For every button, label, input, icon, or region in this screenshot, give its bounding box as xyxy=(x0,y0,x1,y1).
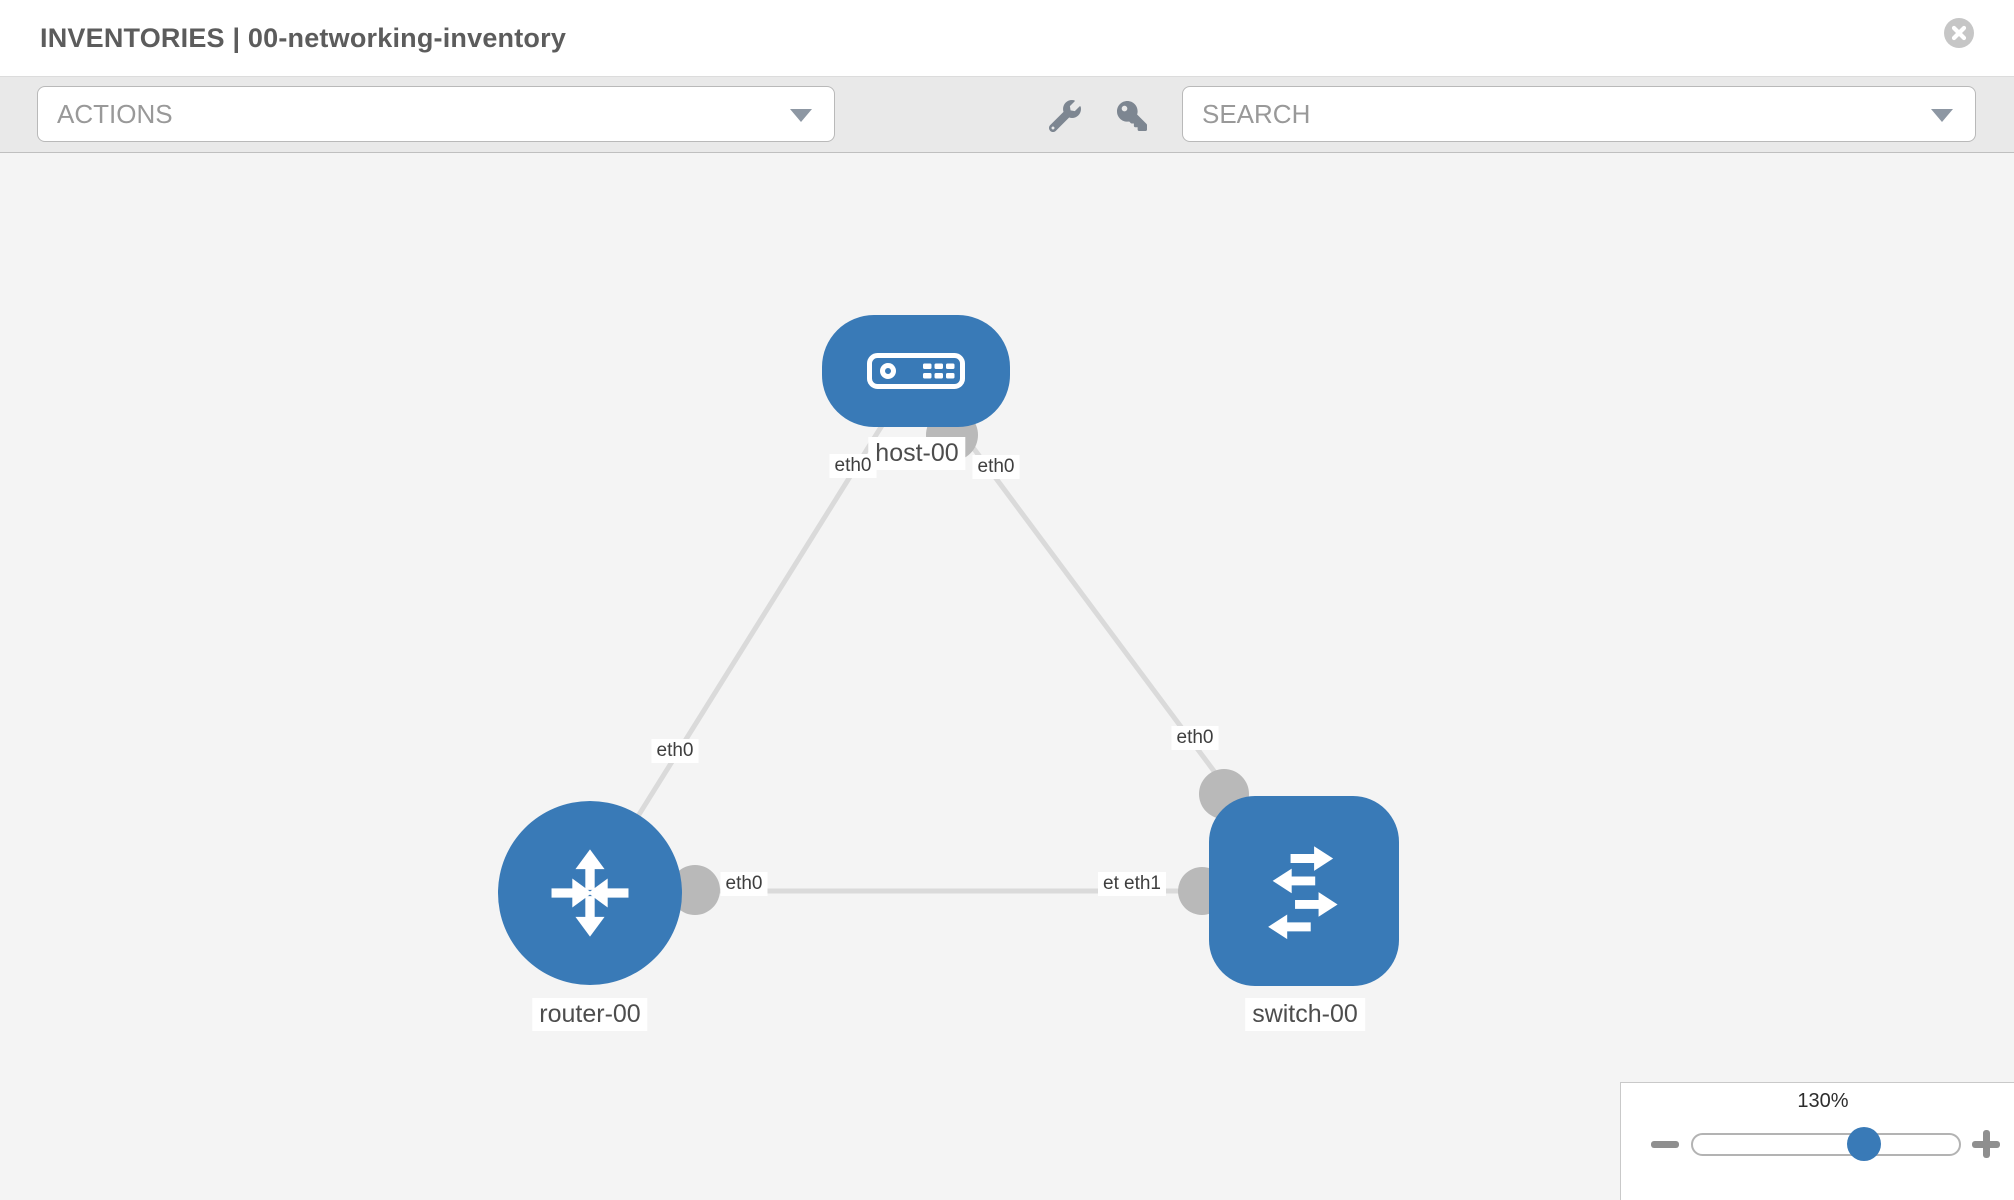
actions-dropdown-label: ACTIONS xyxy=(57,98,173,129)
zoom-in-button[interactable] xyxy=(1972,1130,2000,1158)
interface-label-switch-to-router: eth1 xyxy=(1119,872,1166,896)
node-label-host: host-00 xyxy=(868,437,966,470)
plus-icon xyxy=(1982,1130,1990,1158)
node-label-router: router-00 xyxy=(532,998,648,1031)
node-host-00[interactable] xyxy=(822,315,1010,427)
interface-label-router-to-host: eth0 xyxy=(651,739,699,763)
key-icon xyxy=(1117,101,1147,131)
close-button[interactable] xyxy=(1944,18,1974,48)
node-router-00[interactable] xyxy=(498,801,682,985)
interface-label-host-to-switch: eth0 xyxy=(972,455,1020,479)
chevron-down-icon xyxy=(790,109,812,122)
zoom-slider-thumb[interactable] xyxy=(1847,1127,1881,1161)
page-title: INVENTORIES | 00-networking-inventory xyxy=(40,22,567,53)
zoom-control-panel: 130% xyxy=(1620,1082,2014,1200)
zoom-out-button[interactable] xyxy=(1651,1141,1679,1148)
configure-tools-button[interactable] xyxy=(1047,99,1083,133)
interface-label-switch-to-host: eth0 xyxy=(1171,726,1219,750)
chevron-down-icon xyxy=(1931,109,1953,122)
toolbar: ACTIONS SEARCH xyxy=(0,77,2014,153)
switch-icon xyxy=(1268,846,1338,940)
actions-dropdown[interactable]: ACTIONS xyxy=(37,86,835,142)
topology-canvas[interactable]: host-00 router-00 switch-00 eth0 eth0 et… xyxy=(0,153,2014,1200)
credentials-key-button[interactable] xyxy=(1114,99,1150,133)
zoom-slider[interactable] xyxy=(1691,1133,1961,1156)
search-dropdown-label: SEARCH xyxy=(1202,98,1311,129)
router-icon xyxy=(551,849,629,937)
zoom-level-value: 130% xyxy=(1797,1090,1849,1112)
interface-port xyxy=(670,865,720,915)
search-dropdown[interactable]: SEARCH xyxy=(1182,86,1976,142)
interface-label-host-to-router: eth0 xyxy=(829,454,877,478)
node-label-switch: switch-00 xyxy=(1245,998,1365,1031)
node-switch-00[interactable] xyxy=(1209,796,1399,986)
host-icon xyxy=(867,353,965,389)
header: INVENTORIES | 00-networking-inventory xyxy=(0,0,2014,77)
wrench-icon xyxy=(1049,100,1081,132)
links-layer xyxy=(587,369,1307,915)
interface-label-router-to-switch: eth0 xyxy=(720,872,768,896)
close-icon xyxy=(1951,25,1967,41)
